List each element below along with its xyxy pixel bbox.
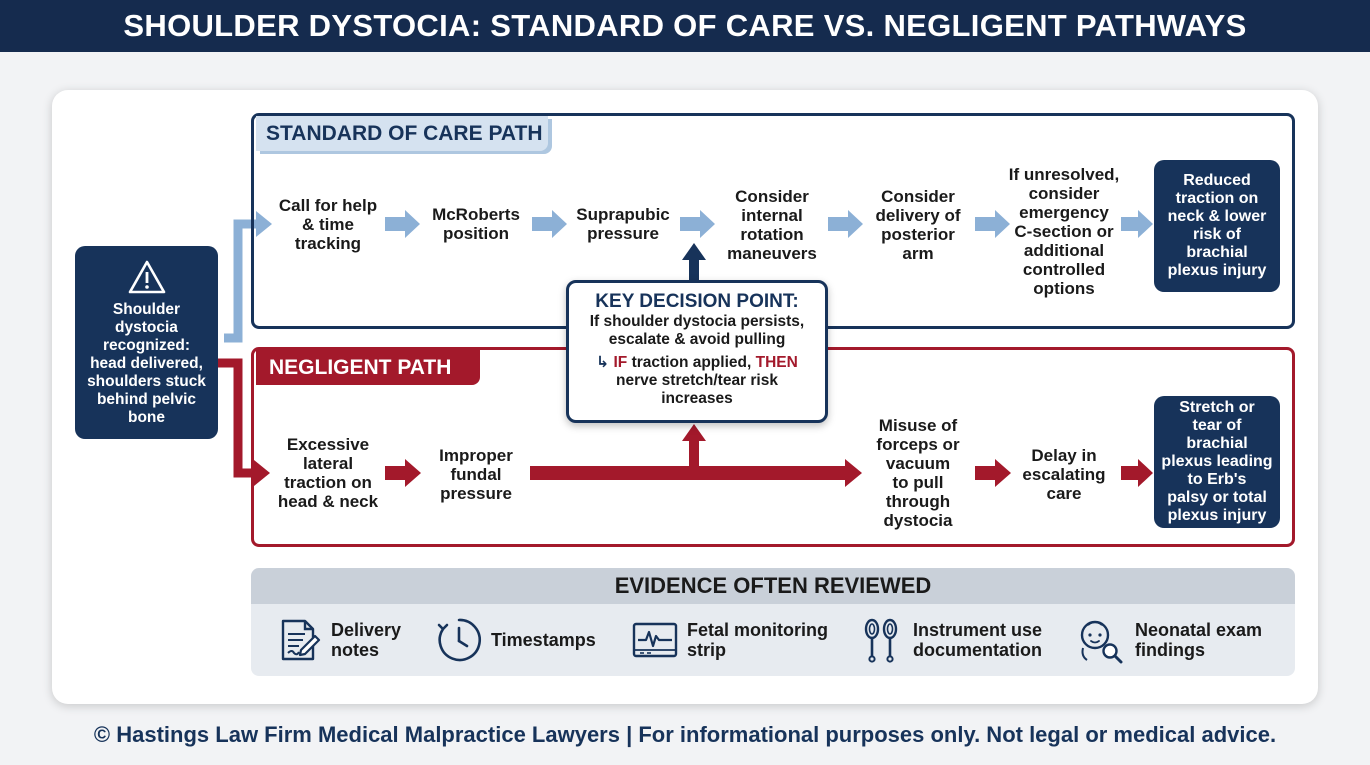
page-title: SHOULDER DYSTOCIA: STANDARD OF CARE VS. … bbox=[123, 8, 1247, 43]
clock-icon bbox=[437, 618, 481, 662]
return-arrow-icon: ↳ bbox=[596, 354, 610, 371]
decision-body: If shoulder dystocia persists, escalate … bbox=[589, 313, 805, 348]
fetal-monitor-icon bbox=[632, 622, 678, 658]
standard-path-label: STANDARD OF CARE PATH bbox=[256, 116, 548, 151]
footer-disclaimer: © Hastings Law Firm Medical Malpractice … bbox=[93, 722, 1277, 747]
instruments-icon bbox=[864, 618, 898, 663]
negligent-path-label: NEGLIGENT PATH bbox=[256, 350, 480, 385]
decision-if-then: ↳ IF traction applied, THEN nerve stretc… bbox=[596, 354, 798, 407]
key-decision-point: KEY DECISION POINT: If shoulder dystocia… bbox=[566, 280, 828, 423]
document-pen-icon bbox=[281, 619, 321, 661]
evidence-header: EVIDENCE OFTEN REVIEWED bbox=[251, 568, 1295, 604]
decision-title: KEY DECISION POINT: bbox=[595, 291, 799, 312]
title-bar: SHOULDER DYSTOCIA: STANDARD OF CARE VS. … bbox=[0, 0, 1370, 52]
evidence-label: Timestamps bbox=[491, 630, 596, 650]
warning-icon bbox=[128, 260, 165, 293]
evidence-item-timestamps: Timestamps bbox=[435, 604, 596, 676]
baby-magnifier-icon bbox=[1080, 620, 1123, 664]
